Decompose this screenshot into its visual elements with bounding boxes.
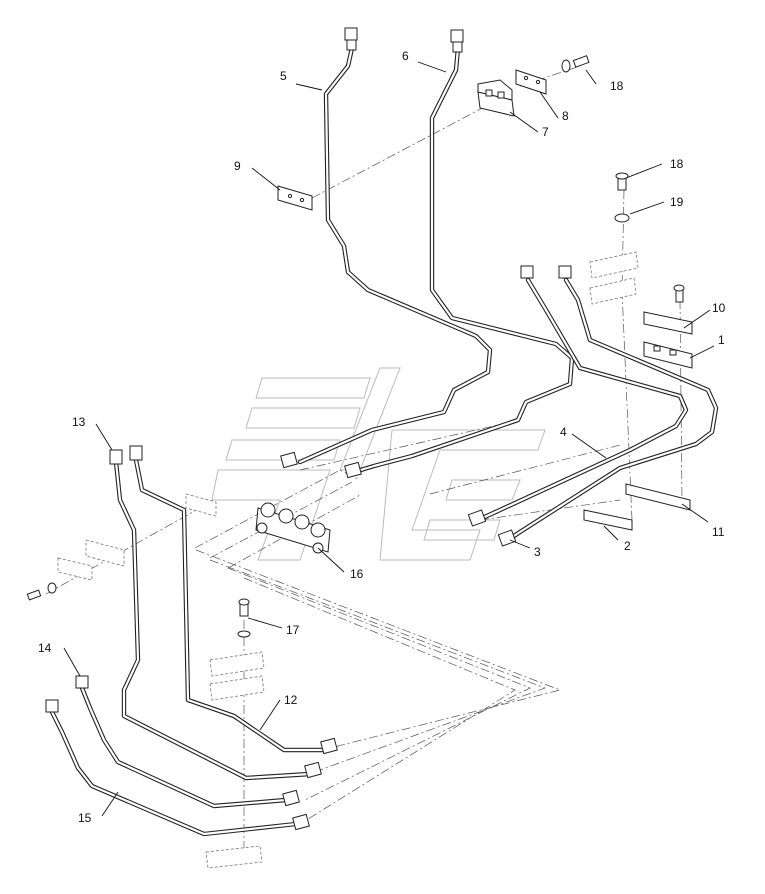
callout-16: 16	[350, 567, 364, 581]
plate-10	[643, 311, 693, 335]
clamp-1	[643, 341, 693, 369]
fitting-nut	[280, 451, 298, 469]
callout-18-upper: 18	[610, 79, 624, 93]
fitting-nut	[346, 39, 357, 51]
callout-3: 3	[534, 545, 541, 559]
bolt-18-upper	[561, 55, 590, 73]
callout-5: 5	[280, 69, 287, 83]
fitting-nut	[344, 461, 362, 479]
fitting-nut	[282, 789, 300, 807]
bolt-17	[237, 598, 251, 638]
clamp-7	[477, 79, 515, 117]
callout-7: 7	[542, 125, 549, 139]
fitting-nut	[320, 737, 338, 755]
callout-10: 10	[712, 301, 726, 315]
fitting-nut	[344, 27, 358, 41]
callout-8: 8	[562, 109, 569, 123]
assembly-centerlines	[45, 65, 683, 860]
tube-6	[351, 45, 575, 475]
callout-12: 12	[284, 693, 298, 707]
tube-14	[79, 685, 289, 809]
plate-8	[515, 69, 547, 95]
tube-12	[133, 457, 329, 753]
callout-4: 4	[560, 425, 567, 439]
fitting-nut	[467, 509, 487, 527]
fitting-nut	[304, 761, 322, 779]
bolt-10	[673, 284, 685, 303]
callout-13: 13	[72, 415, 86, 429]
tube-fittings	[45, 27, 572, 831]
plate-9	[277, 185, 313, 211]
fitting-nut	[292, 813, 310, 831]
tube-4	[475, 277, 689, 523]
fitting-nut	[129, 445, 143, 461]
leader-lines	[63, 61, 715, 817]
clamp-set-dashed-upper	[589, 251, 639, 305]
callout-18-lower: 18	[670, 157, 684, 171]
callout-1: 1	[718, 333, 725, 347]
fitting-nut	[452, 41, 463, 53]
clamp-set-dashed-lower	[205, 651, 265, 869]
fitting-nut	[109, 449, 123, 465]
tube-3	[505, 277, 719, 543]
plate-11	[625, 483, 691, 511]
callout-6: 6	[402, 49, 409, 63]
callout-9: 9	[234, 159, 241, 173]
washer-19	[614, 213, 630, 223]
valve-block-16	[255, 502, 331, 554]
fitting-nut	[75, 675, 89, 689]
plate-2	[583, 509, 633, 531]
tube-5	[297, 45, 493, 465]
callout-2: 2	[624, 539, 631, 553]
tube-13	[113, 459, 313, 781]
fitting-nut	[45, 699, 59, 713]
fitting-nut	[450, 29, 464, 43]
tube-15	[49, 709, 299, 837]
callout-17: 17	[286, 623, 300, 637]
bolt-18-lower	[615, 172, 629, 191]
fitting-nut	[558, 265, 572, 279]
fitting-nut	[497, 529, 517, 547]
callout-11: 11	[712, 525, 725, 539]
callout-labels: 1 2 3 4 5 6 7 8 9 10 11 12 13 14 15 16 1…	[38, 49, 726, 825]
callout-19: 19	[670, 195, 684, 209]
callout-15: 15	[78, 811, 92, 825]
callout-14: 14	[38, 641, 52, 655]
clamp-set-left	[26, 493, 217, 601]
fitting-nut	[520, 265, 534, 279]
